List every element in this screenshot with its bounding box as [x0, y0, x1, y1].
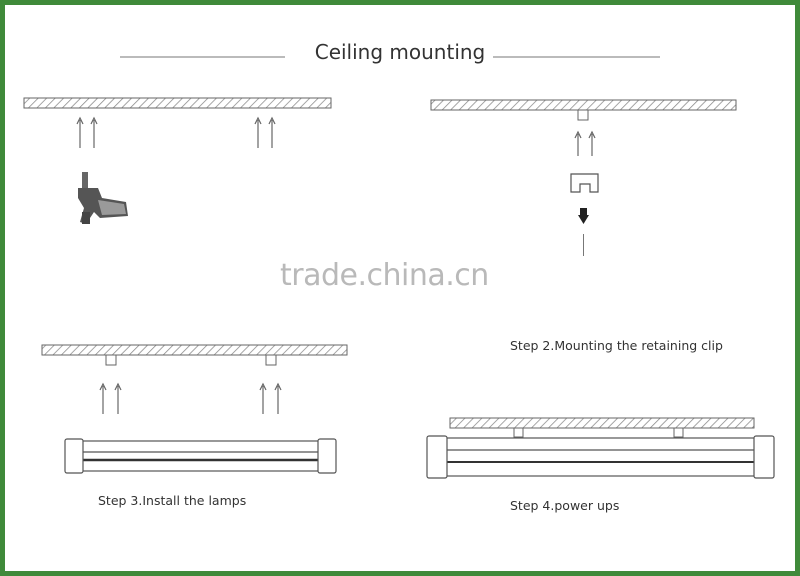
ceiling-anchor — [577, 109, 589, 121]
step-4-illustration — [426, 417, 775, 479]
retaining-clip-icon — [570, 173, 599, 193]
ceiling-2 — [430, 99, 737, 111]
ceiling-3 — [41, 344, 348, 356]
clip-4b — [673, 427, 684, 438]
ceiling-4 — [449, 417, 755, 429]
screw-icon — [578, 208, 589, 224]
clip-3b — [265, 354, 277, 366]
page-title: Ceiling mounting — [0, 40, 800, 64]
step-1-illustration — [23, 97, 332, 224]
step-3-illustration — [41, 344, 348, 474]
page-title-text: Ceiling mounting — [306, 40, 494, 64]
watermark-text: trade.china.cn — [280, 258, 489, 293]
lamp-fixture-4 — [426, 435, 775, 479]
arrows-1 — [76, 116, 276, 148]
drill-icon — [78, 172, 128, 224]
ceiling-1 — [23, 97, 332, 109]
arrows-3 — [99, 382, 282, 414]
step-2-label: Step 2.Mounting the retaining clip — [510, 338, 723, 353]
step-2-illustration — [430, 99, 737, 256]
faded-step-1-text — [100, 250, 290, 270]
lamp-fixture-3 — [64, 438, 337, 474]
clip-4a — [513, 427, 524, 438]
step-3-label: Step 3.Install the lamps — [98, 493, 247, 508]
clip-3a — [105, 354, 117, 366]
step-4-label: Step 4.power ups — [510, 498, 620, 513]
arrows-2 — [574, 130, 596, 156]
